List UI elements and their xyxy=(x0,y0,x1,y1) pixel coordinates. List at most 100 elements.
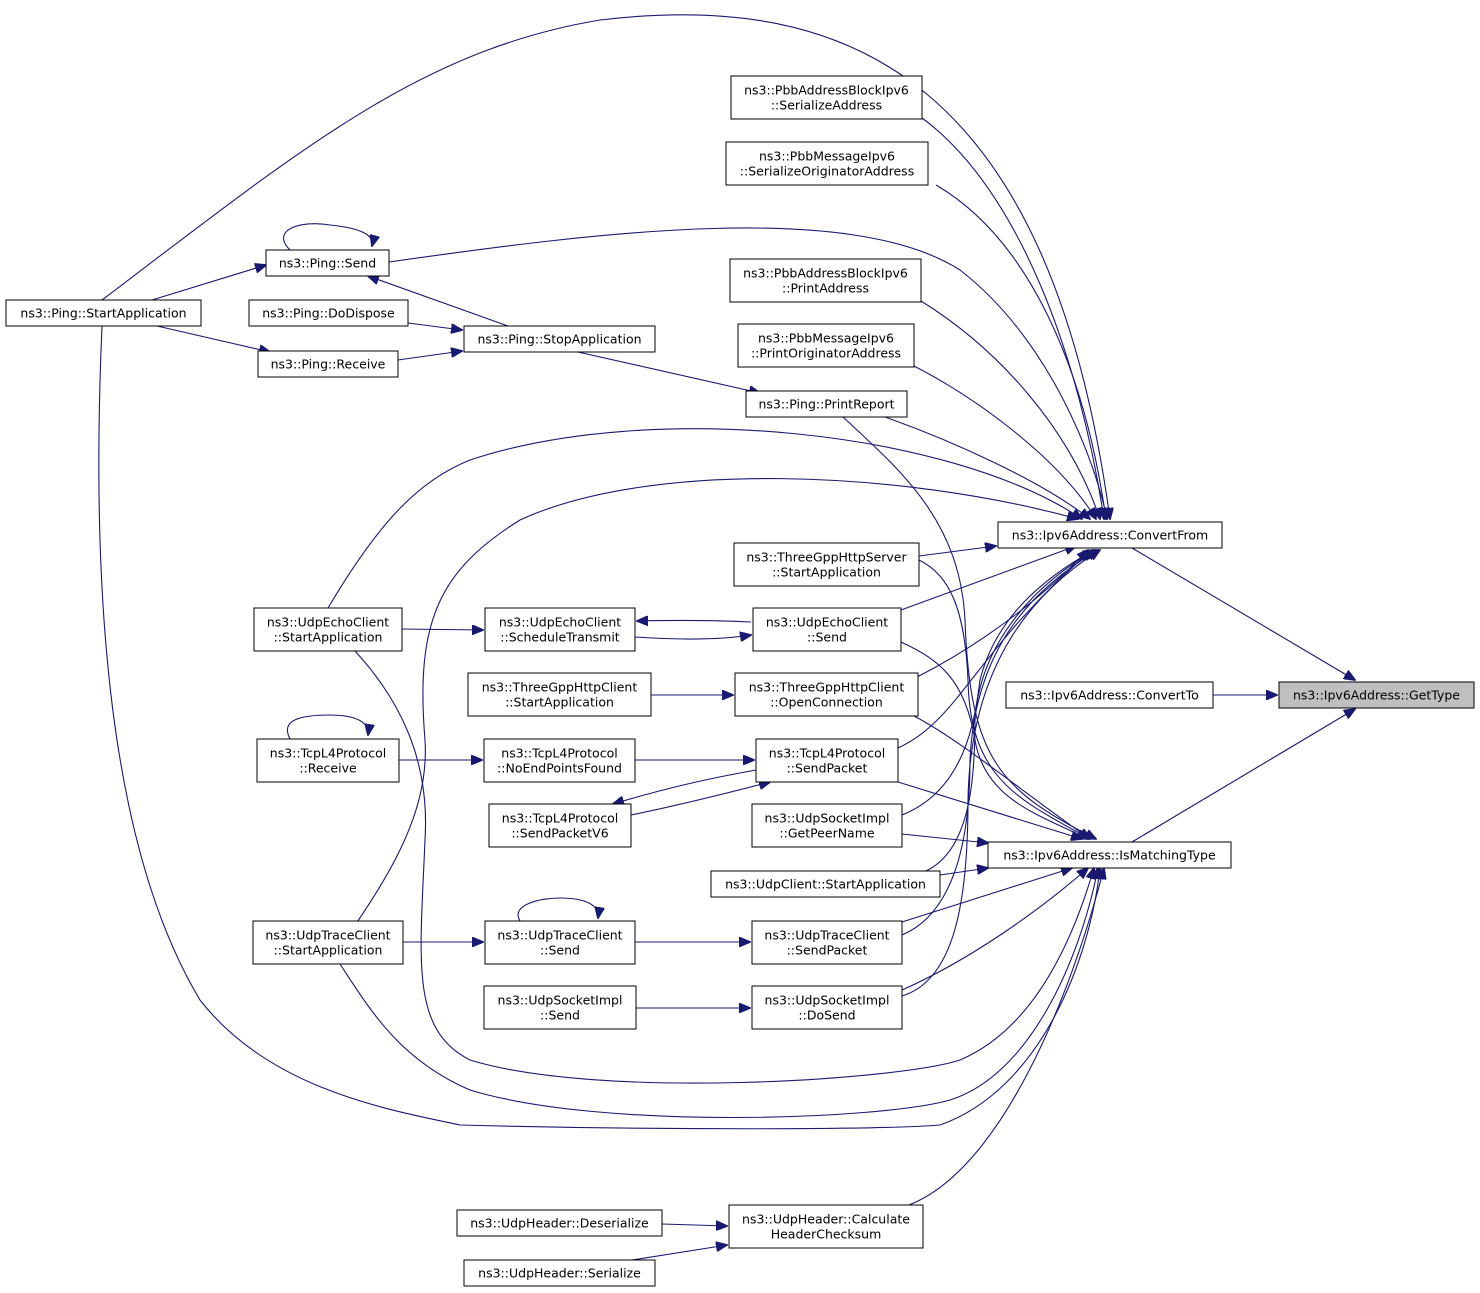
edge-gettype-from-ismatching xyxy=(1131,709,1355,843)
node-udpClientStart[interactable]: ns3::UdpClient::StartApplication xyxy=(710,870,941,898)
node-httpServer[interactable]: ns3::ThreeGppHttpServer::StartApplicatio… xyxy=(733,542,920,587)
edge-path xyxy=(401,629,483,630)
node-gettype[interactable]: ns3::Ipv6Address::GetType xyxy=(1278,681,1475,709)
node-box xyxy=(710,870,941,898)
node-pingReport[interactable]: ns3::Ping::PrintReport xyxy=(745,390,908,418)
edge-path xyxy=(98,325,1100,1130)
node-box xyxy=(755,738,899,783)
node-label: ::Send xyxy=(807,630,847,645)
edge-convertfrom-from-pingreport xyxy=(884,416,1090,519)
node-label: ns3::UdpTraceClient xyxy=(764,928,889,943)
node-udpPeer[interactable]: ns3::UdpSocketImpl::GetPeerName xyxy=(751,803,903,848)
node-pbbPrintOrig[interactable]: ns3::PbbMessageIpv6::PrintOriginatorAddr… xyxy=(737,323,915,368)
node-pingSend[interactable]: ns3::Ping::Send xyxy=(265,249,390,277)
node-ismatching[interactable]: ns3::Ipv6Address::IsMatchingType xyxy=(987,841,1232,869)
edge-path xyxy=(918,559,1090,839)
node-label: ns3::UdpSocketImpl xyxy=(765,993,890,1008)
node-label: ns3::TcpL4Protocol xyxy=(501,746,617,761)
edge-convertfrom-from-pingstart xyxy=(101,14,1110,519)
node-tcpNoEnd[interactable]: ns3::TcpL4Protocol::NoEndPointsFound xyxy=(483,738,636,783)
node-traceSendPkt[interactable]: ns3::UdpTraceClient::SendPacket xyxy=(751,920,903,965)
node-traceStart[interactable]: ns3::UdpTraceClient::StartApplication xyxy=(252,920,404,965)
node-label: ns3::UdpSocketImpl xyxy=(765,811,890,826)
node-tcpReceive[interactable]: ns3::TcpL4Protocol::Receive xyxy=(256,738,400,783)
edge-convertfrom-from-tracestart xyxy=(327,478,1078,965)
node-label: ::SerializeOriginatorAddress xyxy=(740,164,914,179)
node-convertto[interactable]: ns3::Ipv6Address::ConvertTo xyxy=(1005,681,1214,709)
node-box xyxy=(751,920,903,965)
edge-convertfrom-from-echostart xyxy=(327,428,1082,609)
node-label: ns3::Ping::StopApplication xyxy=(477,332,641,347)
node-label: ns3::UdpEchoClient xyxy=(267,615,389,630)
node-label: ns3::PbbAddressBlockIpv6 xyxy=(743,266,908,281)
node-label: ns3::ThreeGppHttpClient xyxy=(482,680,638,695)
node-box xyxy=(488,803,632,848)
node-hdrDeser[interactable]: ns3::UdpHeader::Deserialize xyxy=(456,1209,663,1237)
edge-pingdispose-from-pingstop xyxy=(407,322,462,330)
node-httpOpen[interactable]: ns3::ThreeGppHttpClient::OpenConnection xyxy=(734,672,919,717)
node-label: ::DoSend xyxy=(798,1008,855,1023)
edge-ismatching-from-echostart xyxy=(354,650,1094,1084)
edge-path xyxy=(354,650,1094,1084)
node-pbbPrintAddr[interactable]: ns3::PbbAddressBlockIpv6::PrintAddress xyxy=(729,258,922,303)
node-echoSched[interactable]: ns3::UdpEchoClient::ScheduleTransmit xyxy=(484,607,636,652)
node-label: ns3::UdpSocketImpl xyxy=(498,993,623,1008)
edge-convertfrom-from-udpclientstart xyxy=(925,550,1096,872)
node-pingDispose[interactable]: ns3::Ping::DoDispose xyxy=(248,299,409,327)
node-label: ns3::Ping::Receive xyxy=(271,357,386,372)
edge-ismatching-from-sockdosend xyxy=(901,868,1088,991)
node-box xyxy=(751,985,903,1030)
node-box xyxy=(484,607,636,652)
edge-convertfrom-from-httpserver xyxy=(918,546,996,557)
edge-convertfrom-from-tracesendpkt xyxy=(901,550,1098,936)
node-box xyxy=(484,920,636,965)
node-tcpSendPkt[interactable]: ns3::TcpL4Protocol::SendPacket xyxy=(755,738,899,783)
edge-path xyxy=(925,550,1096,872)
node-box xyxy=(256,738,400,783)
node-pingStop[interactable]: ns3::Ping::StopApplication xyxy=(463,325,656,353)
edge-path xyxy=(101,14,1110,519)
edge-path xyxy=(921,117,1104,519)
node-label: ::StartApplication xyxy=(505,695,614,710)
edge-path xyxy=(908,868,1104,1206)
node-label: ns3::PbbAddressBlockIpv6 xyxy=(744,83,909,98)
node-pbbSerAddr[interactable]: ns3::PbbAddressBlockIpv6::SerializeAddre… xyxy=(730,75,923,120)
node-pingReceive[interactable]: ns3::Ping::Receive xyxy=(257,350,399,378)
edge-path xyxy=(884,416,1090,519)
edge-path xyxy=(287,714,368,740)
edge-path xyxy=(842,416,1096,839)
node-echoStart[interactable]: ns3::UdpEchoClient::StartApplication xyxy=(253,607,403,652)
node-sockDoSend[interactable]: ns3::UdpSocketImpl::DoSend xyxy=(751,985,903,1030)
node-label: ::PrintAddress xyxy=(782,281,869,296)
edge-convertfrom-from-pbbseraddr xyxy=(921,117,1104,519)
node-label: ns3::TcpL4Protocol xyxy=(502,811,618,826)
edge-path xyxy=(901,550,1100,997)
node-box xyxy=(253,607,403,652)
edge-gettype-from-convertfrom xyxy=(1131,547,1355,680)
edge-path xyxy=(283,223,373,251)
edge-echosend-from-echosched xyxy=(637,620,752,622)
node-httpClient[interactable]: ns3::ThreeGppHttpClient::StartApplicatio… xyxy=(467,672,652,717)
node-pingStart[interactable]: ns3::Ping::StartApplication xyxy=(5,299,202,327)
node-label: ns3::UdpTraceClient xyxy=(497,928,622,943)
node-sockSend[interactable]: ns3::UdpSocketImpl::Send xyxy=(483,985,637,1030)
edge-path xyxy=(613,769,757,804)
node-label: ::SerializeAddress xyxy=(771,98,882,113)
node-label: ::Send xyxy=(540,1008,580,1023)
node-box xyxy=(5,299,202,327)
edge-convertfrom-from-httpopen xyxy=(916,550,1088,678)
node-box xyxy=(745,390,908,418)
node-label: ns3::Ipv6Address::ConvertFrom xyxy=(1012,528,1208,543)
node-pbbSerOrig[interactable]: ns3::PbbMessageIpv6::SerializeOriginator… xyxy=(725,141,929,186)
node-label: ::OpenConnection xyxy=(770,695,883,710)
node-convertfrom[interactable]: ns3::Ipv6Address::ConvertFrom xyxy=(997,521,1223,549)
node-traceSend[interactable]: ns3::UdpTraceClient::Send xyxy=(484,920,636,965)
edge-ismatching-from-tracestart xyxy=(339,868,1098,1119)
node-label: ns3::PbbMessageIpv6 xyxy=(758,331,894,346)
node-label: ns3::TcpL4Protocol xyxy=(270,746,386,761)
node-echoSend[interactable]: ns3::UdpEchoClient::Send xyxy=(752,607,902,652)
edge-ismatching-from-httpopen xyxy=(913,715,1090,839)
node-hdrSer[interactable]: ns3::UdpHeader::Serialize xyxy=(463,1259,656,1287)
node-tcpSendV6[interactable]: ns3::TcpL4Protocol::SendPacketV6 xyxy=(488,803,632,848)
